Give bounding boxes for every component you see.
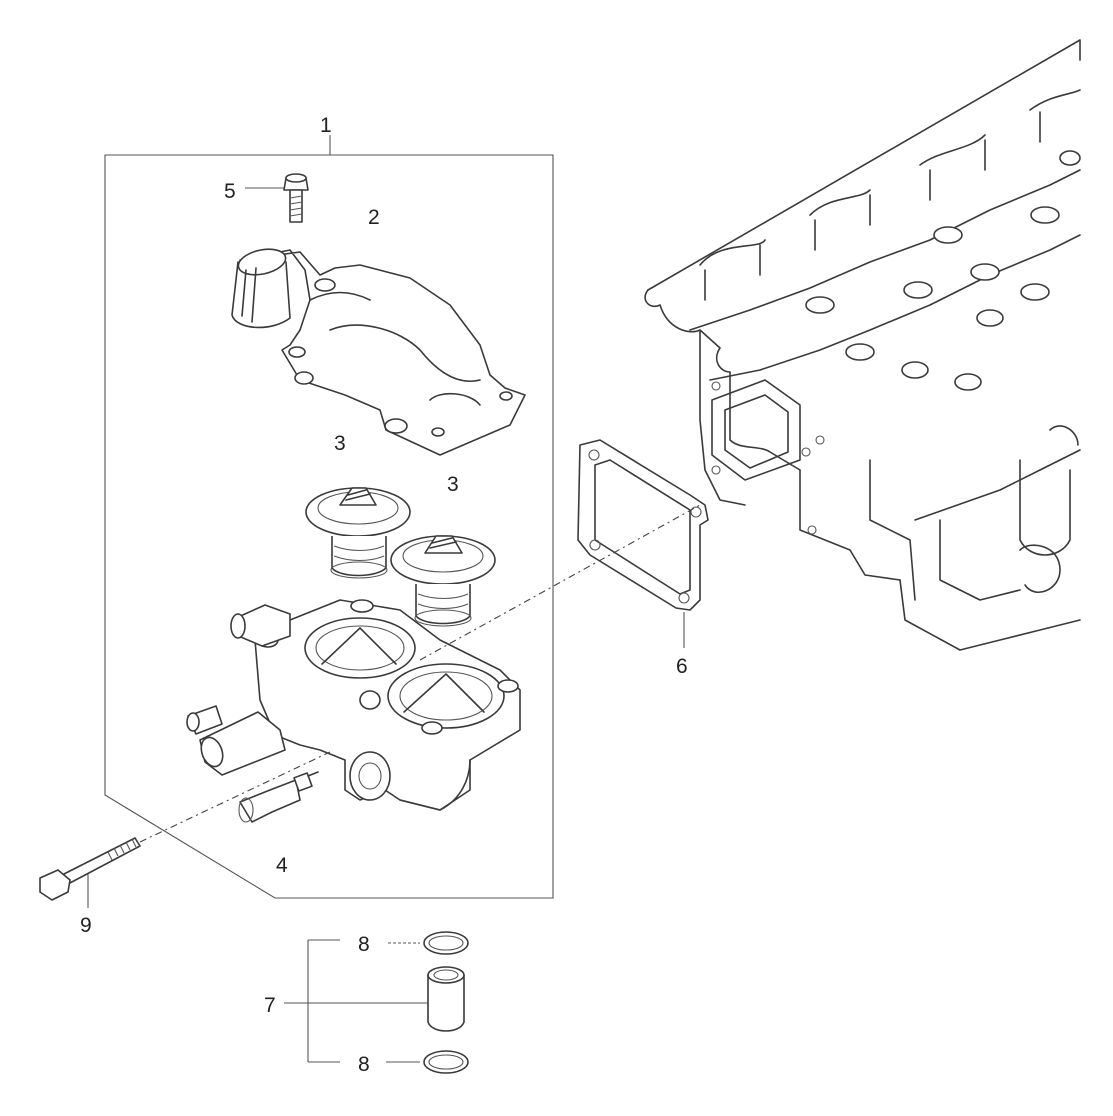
long-bolt [39,837,141,908]
label-housing-cover: 2 [368,206,380,229]
label-thermostat-b: 3 [447,473,459,496]
label-gasket: 6 [676,655,688,678]
label-assembly: 1 [320,114,332,137]
temperature-sensor [238,771,319,823]
label-pipe-set: 7 [264,994,276,1017]
housing-body [186,599,521,811]
thermostat-a [305,487,411,579]
cylinder-head [644,39,1081,651]
pipe-set [284,931,469,1074]
label-thermostat-a: 3 [334,432,346,455]
label-housing-body: 4 [276,854,288,877]
thermostat-b [390,535,496,627]
label-long-bolt: 9 [80,914,92,937]
assembly-frame [104,135,554,899]
cover-bolt [245,173,309,223]
label-oring-top: 8 [358,933,370,956]
gasket [577,439,709,648]
housing-cover [231,248,526,456]
label-cover-bolt: 5 [224,180,236,203]
label-oring-bottom: 8 [358,1053,370,1076]
alignment-lines [139,504,701,843]
